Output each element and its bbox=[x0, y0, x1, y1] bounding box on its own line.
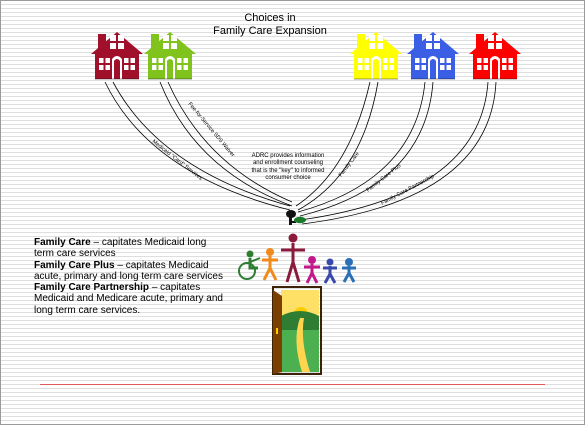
path-family-care-partnership bbox=[299, 81, 497, 225]
slide-title: Choices in Family Care Expansion bbox=[200, 12, 340, 38]
path-medicaid-card bbox=[104, 81, 291, 211]
text-family-care-partnership: – capitates Medicaid and Medicare acute,… bbox=[34, 282, 223, 316]
description-family-care-plus: Family Care Plus – capitates Medicaid ac… bbox=[34, 260, 224, 283]
house-yellow bbox=[350, 32, 402, 80]
path-fee-for-service bbox=[159, 81, 293, 207]
term-family-care: Family Care bbox=[34, 237, 91, 248]
footer-rule bbox=[40, 384, 545, 385]
term-family-care-plus: Family Care Plus bbox=[34, 259, 115, 271]
plan-descriptions: Family Care – capitates Medicaid long te… bbox=[34, 237, 224, 316]
text-family-care-plus: – capitates Medicaid acute, primary and … bbox=[34, 259, 223, 282]
path-family-care-plus bbox=[297, 81, 434, 217]
family-figures-illustration bbox=[238, 233, 356, 284]
house-red bbox=[469, 32, 521, 80]
title-line-2: Family Care Expansion bbox=[213, 25, 327, 37]
label-medicaid-card: Medicaid "Card" Services bbox=[151, 139, 204, 182]
adrc-caption: ADRC provides information and enrollment… bbox=[251, 153, 325, 182]
term-family-care-partnership: Family Care Partnership bbox=[34, 282, 150, 294]
house-blue bbox=[407, 32, 459, 80]
house-dark-red bbox=[91, 32, 143, 80]
label-fee-for-service: Fee-for-Service SDS Waiver bbox=[186, 101, 235, 158]
open-door-illustration bbox=[272, 286, 322, 375]
title-line-1: Choices in bbox=[244, 12, 296, 24]
label-family-care: Family Care bbox=[338, 151, 361, 178]
wheelchair-icon bbox=[238, 250, 261, 280]
text-family-care: – capitates Medicaid long term care serv… bbox=[34, 237, 207, 260]
path-family-care bbox=[295, 81, 379, 211]
key-icon bbox=[286, 210, 306, 225]
description-family-care-partnership: Family Care Partnership – capitates Medi… bbox=[34, 282, 224, 316]
description-family-care: Family Care – capitates Medicaid long te… bbox=[34, 237, 224, 260]
house-green bbox=[144, 32, 196, 80]
